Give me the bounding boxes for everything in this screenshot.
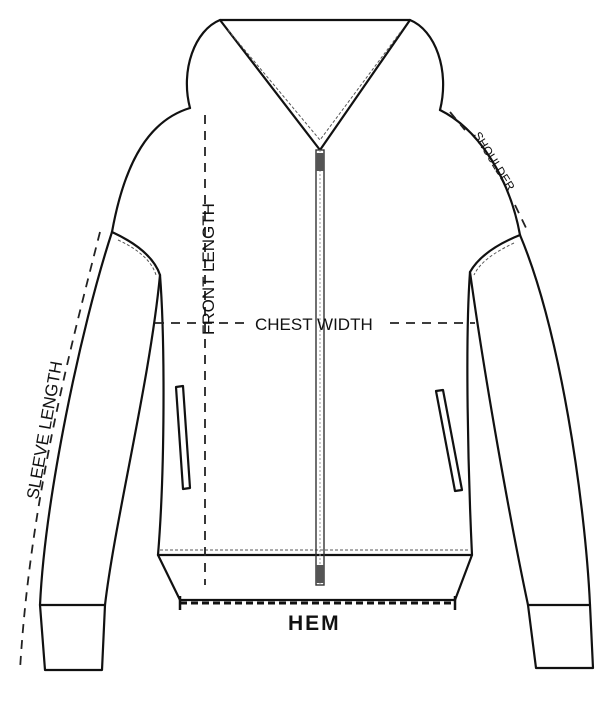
- chest-width-label: CHEST WIDTH: [255, 315, 373, 334]
- pockets: [174, 384, 464, 493]
- shoulder-label: SHOULDER: [470, 129, 517, 193]
- zipper-pull-icon: [316, 153, 324, 171]
- sleeves: [38, 230, 595, 672]
- zipper: [315, 149, 325, 586]
- hood: [185, 18, 445, 152]
- measure-lines: [19, 111, 529, 671]
- front-length-label: FRONT LENGTH: [199, 203, 218, 335]
- hem-label: HEM: [288, 612, 341, 635]
- sleeve-length-label: SLEEVE LENGTH: [23, 360, 66, 501]
